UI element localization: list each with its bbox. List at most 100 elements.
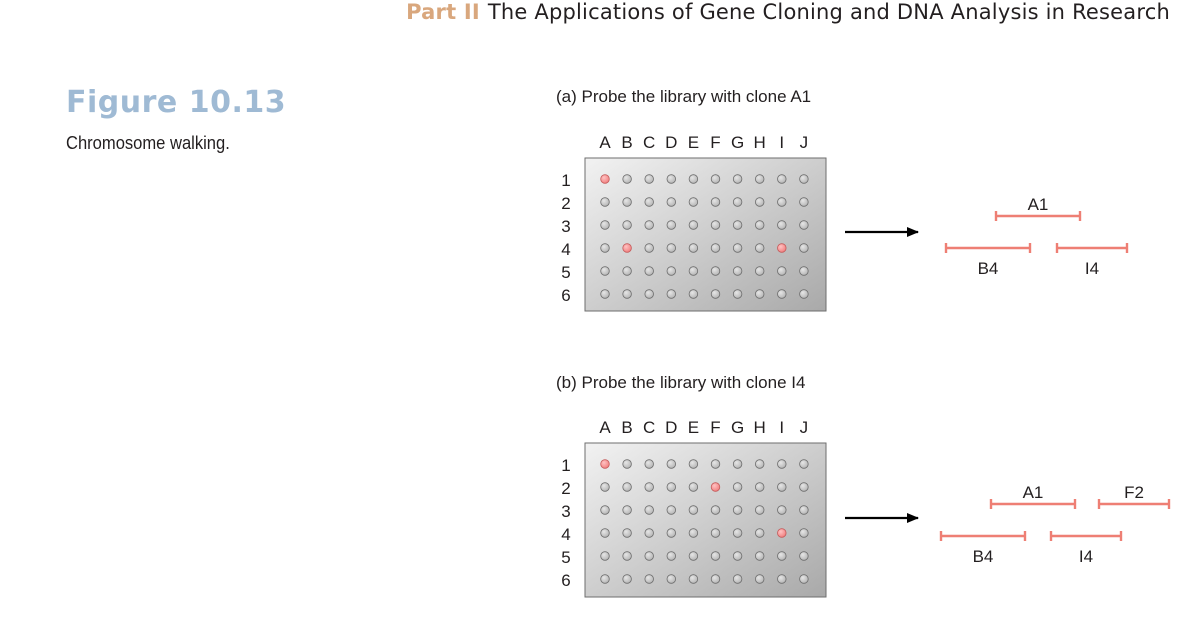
well-H2 [755,197,765,207]
well-G3 [732,505,743,515]
row-label-4: 4 [561,240,570,259]
column-label-F: F [710,133,720,152]
well-F5 [710,266,721,276]
well-E1 [688,174,699,184]
well-G5 [732,266,743,276]
well-D5 [666,551,677,561]
well-E1 [688,459,699,469]
column-label-I: I [779,418,784,437]
column-label-E: E [688,418,699,437]
well-D3 [666,220,677,230]
well-J3 [799,505,809,515]
well-G2 [732,197,743,207]
column-label-H: H [754,418,766,437]
well-J5 [799,551,809,561]
well-F4 [710,243,721,253]
row-label-6: 6 [561,286,570,305]
well-I1 [777,459,787,469]
well-H1 [755,459,765,469]
clone-label-A1: A1 [1023,483,1044,502]
well-H4 [755,528,765,538]
well-D1 [666,174,677,184]
well-H2 [755,482,765,492]
well-F4 [710,528,721,538]
well-J3 [799,220,809,230]
well-G2 [732,482,743,492]
row-label-2: 2 [561,194,570,213]
well-C4 [644,243,654,253]
well-C1 [644,174,654,184]
well-G3 [732,220,743,230]
well-I3 [777,220,787,230]
clone-label-B4: B4 [978,259,999,278]
well-A6 [600,289,610,299]
well-D4 [666,243,677,253]
well-J2 [799,197,809,207]
figure-caption: Chromosome walking. [66,133,230,153]
well-D5 [666,266,677,276]
column-label-G: G [731,133,744,152]
well-C2 [644,197,654,207]
well-A2 [600,482,610,492]
row-label-3: 3 [561,217,570,236]
positive-well-I4 [777,528,787,538]
well-B3 [622,505,632,515]
well-G1 [732,459,743,469]
well-A3 [600,505,610,515]
well-D6 [666,574,677,584]
well-J4 [799,243,809,253]
well-J6 [799,574,809,584]
well-B6 [622,289,632,299]
column-label-A: A [599,418,611,437]
clone-label-B4: B4 [973,547,994,566]
well-F1 [710,174,721,184]
well-F5 [710,551,721,561]
well-B5 [622,266,632,276]
well-B1 [622,174,632,184]
well-F1 [710,459,721,469]
well-C3 [644,220,654,230]
well-E5 [688,551,699,561]
column-label-H: H [754,133,766,152]
well-E6 [688,574,699,584]
well-E6 [688,289,699,299]
well-F3 [710,220,721,230]
well-B1 [622,459,632,469]
well-B2 [622,197,632,207]
well-A5 [600,551,610,561]
well-H6 [755,574,765,584]
figure-number: Figure 10.13 [66,85,287,120]
row-label-3: 3 [561,502,570,521]
well-F3 [710,505,721,515]
well-C6 [644,289,654,299]
row-label-1: 1 [561,171,570,190]
well-H3 [755,220,765,230]
positive-well-F2 [710,482,721,492]
well-I3 [777,505,787,515]
well-C1 [644,459,654,469]
well-H1 [755,174,765,184]
well-G4 [732,243,743,253]
well-I2 [777,482,787,492]
clone-label-I4: I4 [1085,259,1099,278]
well-B2 [622,482,632,492]
well-E2 [688,482,699,492]
well-H5 [755,266,765,276]
row-label-5: 5 [561,548,570,567]
well-I1 [777,174,787,184]
row-label-5: 5 [561,263,570,282]
clone-label-F2: F2 [1124,483,1144,502]
well-I2 [777,197,787,207]
well-G5 [732,551,743,561]
well-A4 [600,243,610,253]
well-D4 [666,528,677,538]
well-B4 [622,528,632,538]
well-C2 [644,482,654,492]
well-C5 [644,266,654,276]
plate-a [584,157,827,312]
column-label-F: F [710,418,720,437]
row-label-1: 1 [561,456,570,475]
well-F6 [710,574,721,584]
